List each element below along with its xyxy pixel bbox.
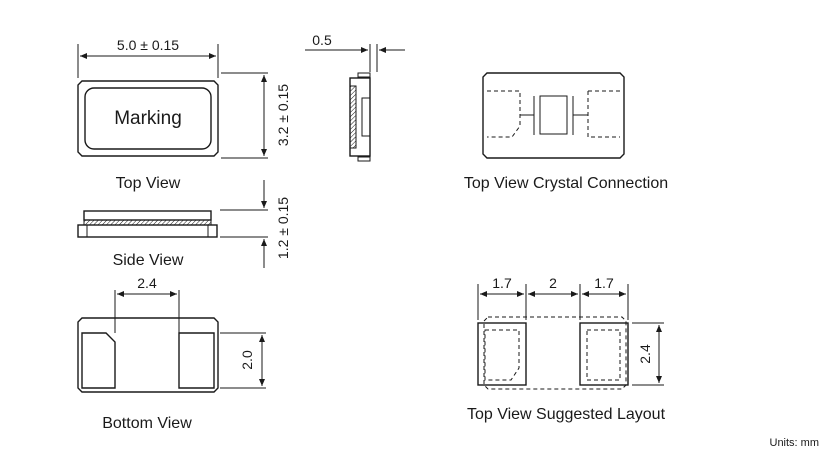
suggested-layout-view: 1.7 2 1.7 2.4 Top View Suggested Layout bbox=[467, 275, 666, 423]
bottom-view-outline bbox=[77, 317, 219, 393]
side-profile: 0.5 bbox=[305, 32, 405, 162]
marking-label: Marking bbox=[114, 108, 182, 129]
layout-left-pad bbox=[477, 322, 527, 386]
side-thickness-dimension: 0.5 bbox=[312, 32, 332, 48]
pad-spacing-dimension: 2.4 bbox=[137, 275, 157, 291]
height-dimension: 1.2 ± 0.15 bbox=[275, 197, 291, 259]
units-label: Units: mm bbox=[770, 437, 820, 449]
layout-pad-2-dimension: 1.7 bbox=[594, 275, 614, 291]
bottom-right-pad bbox=[178, 332, 215, 389]
bottom-view: 2.4 2.0 Bottom View bbox=[77, 275, 266, 432]
layout-right-pad bbox=[579, 322, 629, 386]
bottom-view-label: Bottom View bbox=[102, 415, 192, 432]
top-view: Marking 5.0 ± 0.15 3.2 ± 0.15 Top View bbox=[77, 37, 291, 192]
side-view: 1.2 ± 0.15 Side View bbox=[77, 180, 291, 269]
layout-pad-1-dimension: 1.7 bbox=[492, 275, 512, 291]
pad-height-dimension: 2.0 bbox=[239, 350, 255, 370]
side-view-label: Side View bbox=[113, 252, 184, 269]
length-dimension: 5.0 ± 0.15 bbox=[117, 37, 179, 53]
bottom-left-pad bbox=[81, 332, 116, 389]
top-view-outline bbox=[77, 80, 219, 157]
marking-area bbox=[84, 87, 212, 150]
crystal-connection-outline bbox=[482, 72, 625, 159]
crystal-connection-view: Top View Crystal Connection bbox=[464, 72, 668, 192]
suggested-layout-label: Top View Suggested Layout bbox=[467, 406, 666, 423]
layout-height-dimension: 2.4 bbox=[637, 344, 653, 364]
width-dimension: 3.2 ± 0.15 bbox=[275, 84, 291, 146]
top-view-label: Top View bbox=[116, 175, 181, 192]
crystal-connection-label: Top View Crystal Connection bbox=[464, 175, 668, 192]
layout-gap-dimension: 2 bbox=[549, 275, 557, 291]
